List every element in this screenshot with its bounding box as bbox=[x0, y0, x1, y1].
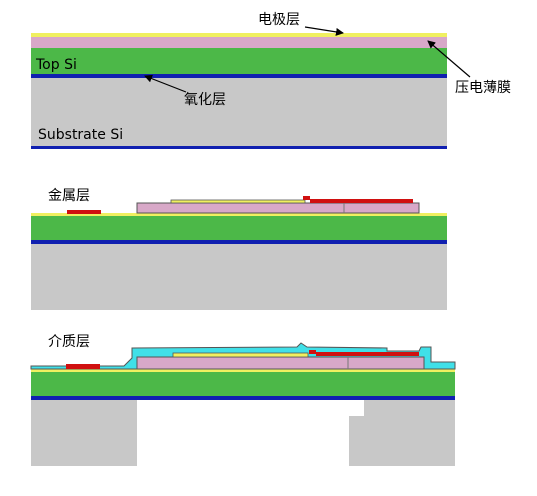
oxide-layer-arrow bbox=[144, 74, 187, 93]
substrate-si-layer bbox=[31, 244, 447, 310]
top-si-label: Top Si bbox=[35, 57, 77, 73]
top-electrode bbox=[172, 352, 309, 358]
piezo-film-arrow bbox=[427, 40, 471, 78]
electrode-strip bbox=[31, 213, 447, 216]
piezo-film-label: 压电薄膜 bbox=[455, 80, 511, 96]
oxide-layer bbox=[31, 74, 447, 78]
top-electrode bbox=[170, 199, 306, 204]
oxide-layer-label: 氧化层 bbox=[184, 92, 226, 108]
stage-3-stack: 介质层 bbox=[30, 334, 456, 466]
metal-trace bbox=[316, 352, 419, 356]
piezo-film-layer bbox=[31, 37, 447, 48]
metal-pad-small bbox=[309, 350, 316, 354]
piezo-film-block bbox=[136, 202, 420, 214]
substrate-right-top bbox=[364, 400, 455, 416]
top-si-layer bbox=[31, 216, 447, 240]
stage-2-stack: 金属层 bbox=[31, 188, 447, 310]
oxide-layer bbox=[31, 396, 455, 400]
metal-trace bbox=[310, 199, 413, 203]
substrate-si-layer bbox=[31, 78, 447, 146]
substrate-si-label: Substrate Si bbox=[38, 127, 123, 143]
substrate-right-pillar bbox=[349, 416, 455, 466]
metal-pad-left bbox=[67, 210, 101, 214]
oxide-layer-bottom bbox=[31, 146, 447, 149]
oxide-layer bbox=[31, 240, 447, 244]
electrode-layer-label: 电极层 bbox=[258, 12, 300, 28]
top-si-layer bbox=[31, 48, 447, 74]
electrode-layer bbox=[31, 33, 447, 37]
metal-pad-small bbox=[303, 196, 310, 200]
electrode-layer-arrow bbox=[304, 26, 344, 36]
piezo-film-block bbox=[136, 356, 425, 370]
dielectric-layer-label: 介质层 bbox=[48, 334, 90, 350]
metal-pad-left bbox=[66, 364, 100, 369]
metal-layer-label: 金属层 bbox=[48, 188, 90, 204]
top-si-layer bbox=[31, 372, 455, 396]
substrate-left-pillar bbox=[31, 400, 137, 466]
stage-1-stack: 电极层 压电薄膜 Top Si 氧化层 Substrate Si bbox=[31, 12, 511, 149]
electrode-strip bbox=[31, 369, 455, 372]
